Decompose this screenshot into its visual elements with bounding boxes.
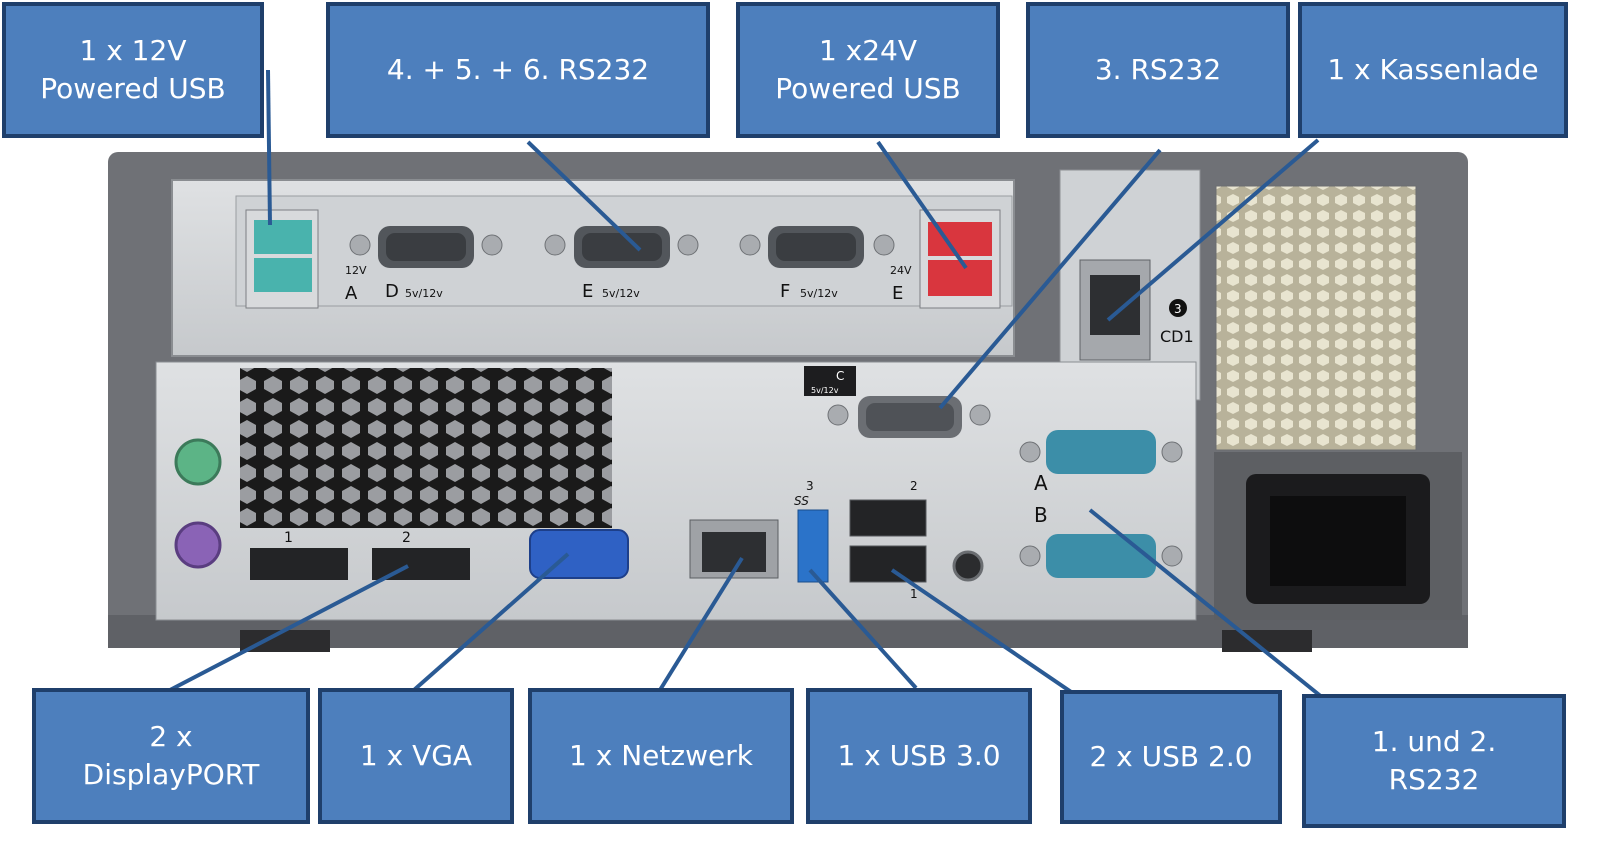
leader-rs232-456 [526,140,642,252]
callout-vga: 1 x VGA [318,688,514,824]
displayport-1 [250,548,348,580]
usb-2-0-port-upper [849,499,927,537]
audio-jack [952,550,984,582]
ps2-keyboard-port [174,521,222,569]
ps2-mouse-port [174,438,222,486]
port-e-voltage: 5v/12v [602,287,640,300]
leader-vga [412,552,570,692]
callout-rs232-456-line1: 4. + 5. + 6. RS232 [386,53,650,86]
cash-drawer-rj-jack [1090,275,1140,335]
serial-port-b [1019,534,1183,578]
com-a-label: A [1034,471,1048,495]
dp2-label: 2 [402,530,411,546]
usb-1-label: 1 [910,587,918,601]
port-e-label: E [582,281,593,302]
leader-usb-12v [266,69,272,226]
port-d-label: D [385,281,399,302]
usb3-ss-label: SS [794,494,809,508]
callout-24v-line1: 1 x24V [818,34,918,67]
callout-vga-line1: 1 x VGA [359,739,473,772]
callout-rs232-456: 4. + 5. + 6. RS232 [326,2,710,138]
dp1-label: 1 [284,530,293,546]
cd1-number: 3 [1174,302,1182,316]
callout-usb-3-0: 1 x USB 3.0 [806,688,1032,824]
com-b-label: B [1034,503,1048,527]
leader-rs232-12 [1088,508,1330,704]
port-c-label: C [836,369,844,383]
callout-rs232-12-line2: RS232 [1388,763,1480,796]
leader-usb-3-0 [808,568,918,690]
callout-displayport: 2 x DisplayPORT [32,688,310,824]
usb-24v-label: 24V [890,264,912,277]
callout-rs232-12: 1. und 2. RS232 [1302,694,1566,828]
callout-usb-2-0: 2 x USB 2.0 [1060,690,1282,824]
usb-2-label: 2 [910,479,918,493]
callout-12v-line2: Powered USB [40,72,226,105]
callout-displayport-line1: 2 x [149,720,193,753]
serial-port-e [544,226,699,268]
callout-kassenlade: 1 x Kassenlade [1298,2,1568,138]
usb-3-0-port [797,509,829,583]
serial-port-c [827,396,991,438]
fan-grill [240,368,612,528]
foot-right [1222,630,1312,652]
foot-left [240,630,330,652]
callout-usb-3-0-line1: 1 x USB 3.0 [837,739,1001,772]
leader-rs232-3 [938,148,1162,410]
callout-netzwerk: 1 x Netzwerk [528,688,794,824]
callout-rs232-12-line1: 1. und 2. [1371,725,1497,758]
cd1-label: CD1 [1160,327,1194,346]
callout-displayport-line2: DisplayPORT [82,758,260,791]
ethernet-jack [702,532,766,572]
port-a-top-label: A [345,283,358,304]
serial-port-a [1019,430,1183,474]
serial-port-d [349,226,503,268]
port-f-voltage: 5v/12v [800,287,838,300]
port-c-tag [804,366,856,396]
leader-netzwerk [658,556,744,692]
callout-24v-powered-usb: 1 x24V Powered USB [736,2,1000,138]
vga-port [529,529,629,579]
serial-port-f [739,226,895,268]
power-inlet-socket [1270,496,1406,586]
callout-24v-line2: Powered USB [775,72,961,105]
port-d-voltage: 5v/12v [405,287,443,300]
callout-usb-2-0-line1: 2 x USB 2.0 [1089,740,1253,773]
callout-rs232-3: 3. RS232 [1026,2,1290,138]
callout-12v-powered-usb: 1 x 12V Powered USB [2,2,264,138]
leader-usb-24v [876,140,968,270]
leader-usb-2-0 [890,568,1082,700]
callout-kassenlade-line1: 1 x Kassenlade [1327,53,1539,86]
leader-displayport [169,564,409,692]
usb-2-0-port-lower [849,545,927,583]
port-e-right-label: E [892,283,903,304]
usb-12v-teal-upper [254,220,312,254]
usb-24v-red-lower [928,260,992,296]
leader-lines [169,69,1330,704]
psu-grill [1215,185,1417,451]
callout-rs232-3-line1: 3. RS232 [1094,53,1222,86]
callout-netzwerk-line1: 1 x Netzwerk [569,739,753,772]
usb-12v-label: 12V [345,264,367,277]
port-c-voltage: 5v/12v [811,386,839,395]
usb3-number: 3 [806,479,814,493]
callout-12v-line1: 1 x 12V [79,34,187,67]
cd1-number-circle [1169,299,1187,317]
usb-12v-teal-lower [254,258,312,292]
leader-kassenlade [1106,138,1320,322]
port-f-label: F [780,281,790,302]
